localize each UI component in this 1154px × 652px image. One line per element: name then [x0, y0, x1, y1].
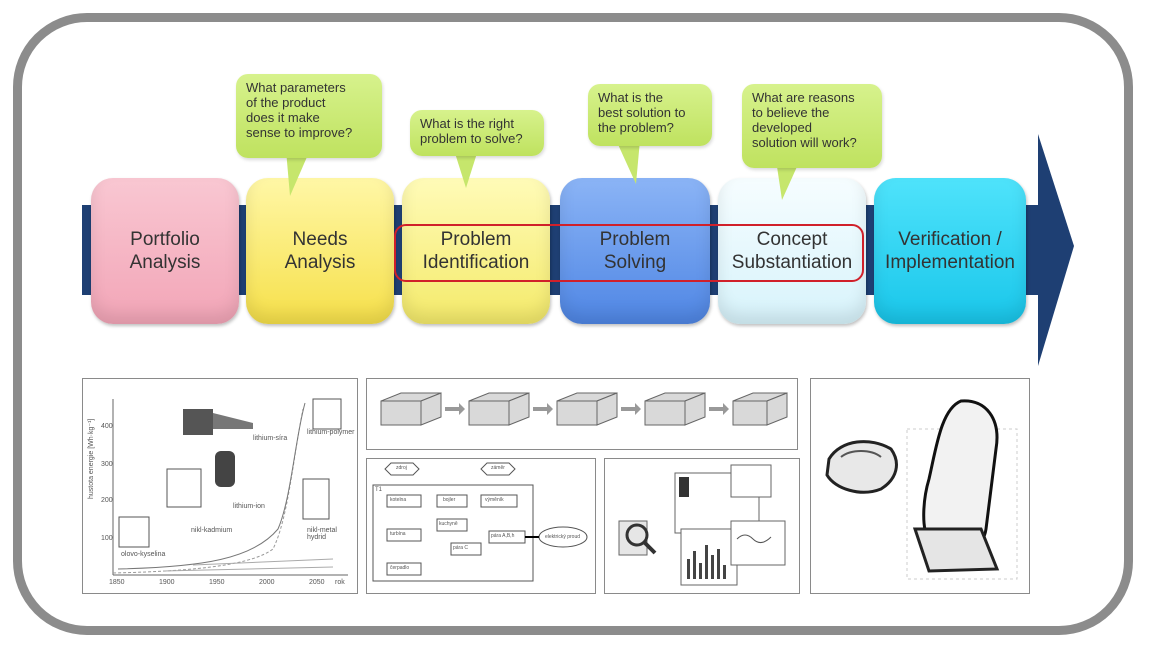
step-label: Verification / Implementation	[885, 229, 1015, 273]
x-unit: rok	[335, 579, 345, 586]
flow-box: pára C	[453, 545, 469, 551]
lead-acid-icon	[118, 516, 150, 548]
flow-box: kotelna	[390, 497, 407, 503]
x-tick: 1950	[209, 579, 225, 586]
flow-box: turbína	[390, 531, 406, 537]
label-lithium-polymer: lithium-polymer	[307, 429, 355, 436]
flow-box: kuchyně	[439, 521, 458, 527]
step-label: Portfolio Analysis	[129, 229, 201, 273]
nimh-cell-icon	[302, 478, 330, 520]
flow-box: čerpadlo	[390, 565, 410, 571]
process-blocks-illustration	[380, 392, 788, 426]
step-verification-implementation: Verification / Implementation	[874, 178, 1026, 324]
flow-top-node: zdroj	[396, 465, 407, 471]
bubble-tail	[454, 150, 478, 188]
label-nikl-kadmium: nikl-kadmium	[191, 527, 233, 534]
step-portfolio-analysis: Portfolio Analysis	[91, 178, 239, 324]
bubble-tail	[286, 150, 310, 196]
flow-diagram-panel: T1 zdroj záměr kotelna bojler výměník tu…	[366, 458, 596, 594]
step-concept-substantiation: Concept Substantiation	[718, 178, 866, 324]
data-analysis-panel	[604, 458, 800, 594]
magnifier-icon	[625, 523, 649, 547]
step-label: Problem Solving	[599, 229, 671, 273]
battery-chart	[112, 398, 348, 576]
y-tick: 400	[101, 423, 113, 430]
flow-box: bojler	[443, 497, 456, 503]
battery-chart-panel: hustota energie [Wh·kg⁻¹] 400 300 200 10…	[82, 378, 358, 594]
polymer-cell-icon	[312, 398, 342, 430]
question-bubble-concept: What are reasons to believe the develope…	[742, 84, 882, 168]
x-tick: 1850	[109, 579, 125, 586]
label-nikl-metal-hydrid: nikl-metal hydrid	[307, 527, 337, 541]
process-arrowhead	[1038, 134, 1074, 366]
y-tick: 300	[101, 461, 113, 468]
y-tick: 200	[101, 497, 113, 504]
product-sketch	[825, 399, 1018, 580]
question-bubble-problem-solving: What is the best solution to the problem…	[588, 84, 712, 146]
data-analysis-illustration	[618, 464, 786, 586]
y-tick: 100	[101, 535, 113, 542]
cylinder-cell-icon	[215, 451, 235, 487]
flow-box: výměník	[485, 497, 504, 503]
bubble-tail	[776, 160, 800, 200]
question-bubble-needs: What parameters of the product does it m…	[236, 74, 382, 158]
product-sketch-panel	[810, 378, 1030, 594]
bubble-tail	[616, 140, 640, 184]
flow-section-label: T1	[375, 487, 383, 493]
x-tick: 2050	[309, 579, 325, 586]
step-label: Needs Analysis	[284, 229, 356, 273]
y-axis-label: hustota energie [Wh·kg⁻¹]	[88, 418, 95, 499]
flow-top-node: záměr	[491, 465, 505, 471]
nicd-cell-icon	[166, 468, 202, 508]
step-label: Concept Substantiation	[731, 229, 853, 273]
question-bubble-problem-identification: What is the right problem to solve?	[410, 110, 544, 156]
battery-prism-icon	[183, 409, 213, 435]
x-tick: 2000	[259, 579, 275, 586]
flow-diagram	[372, 462, 588, 582]
label-olovo-kyselina: olovo-kyselina	[121, 551, 166, 558]
step-label: Problem Identification	[422, 229, 530, 273]
flow-box: pára A,B,h	[491, 533, 515, 539]
process-blocks-panel	[366, 378, 798, 450]
label-lithium-sira: lithium-síra	[253, 435, 288, 442]
step-problem-solving: Problem Solving	[560, 178, 710, 324]
focus-highlight-box	[394, 224, 864, 282]
label-lithium-ion: lithium-ion	[233, 503, 265, 510]
flow-output: elektrický proud	[545, 534, 581, 540]
x-tick: 1900	[159, 579, 175, 586]
step-needs-analysis: Needs Analysis	[246, 178, 394, 324]
step-problem-identification: Problem Identification	[402, 178, 550, 324]
